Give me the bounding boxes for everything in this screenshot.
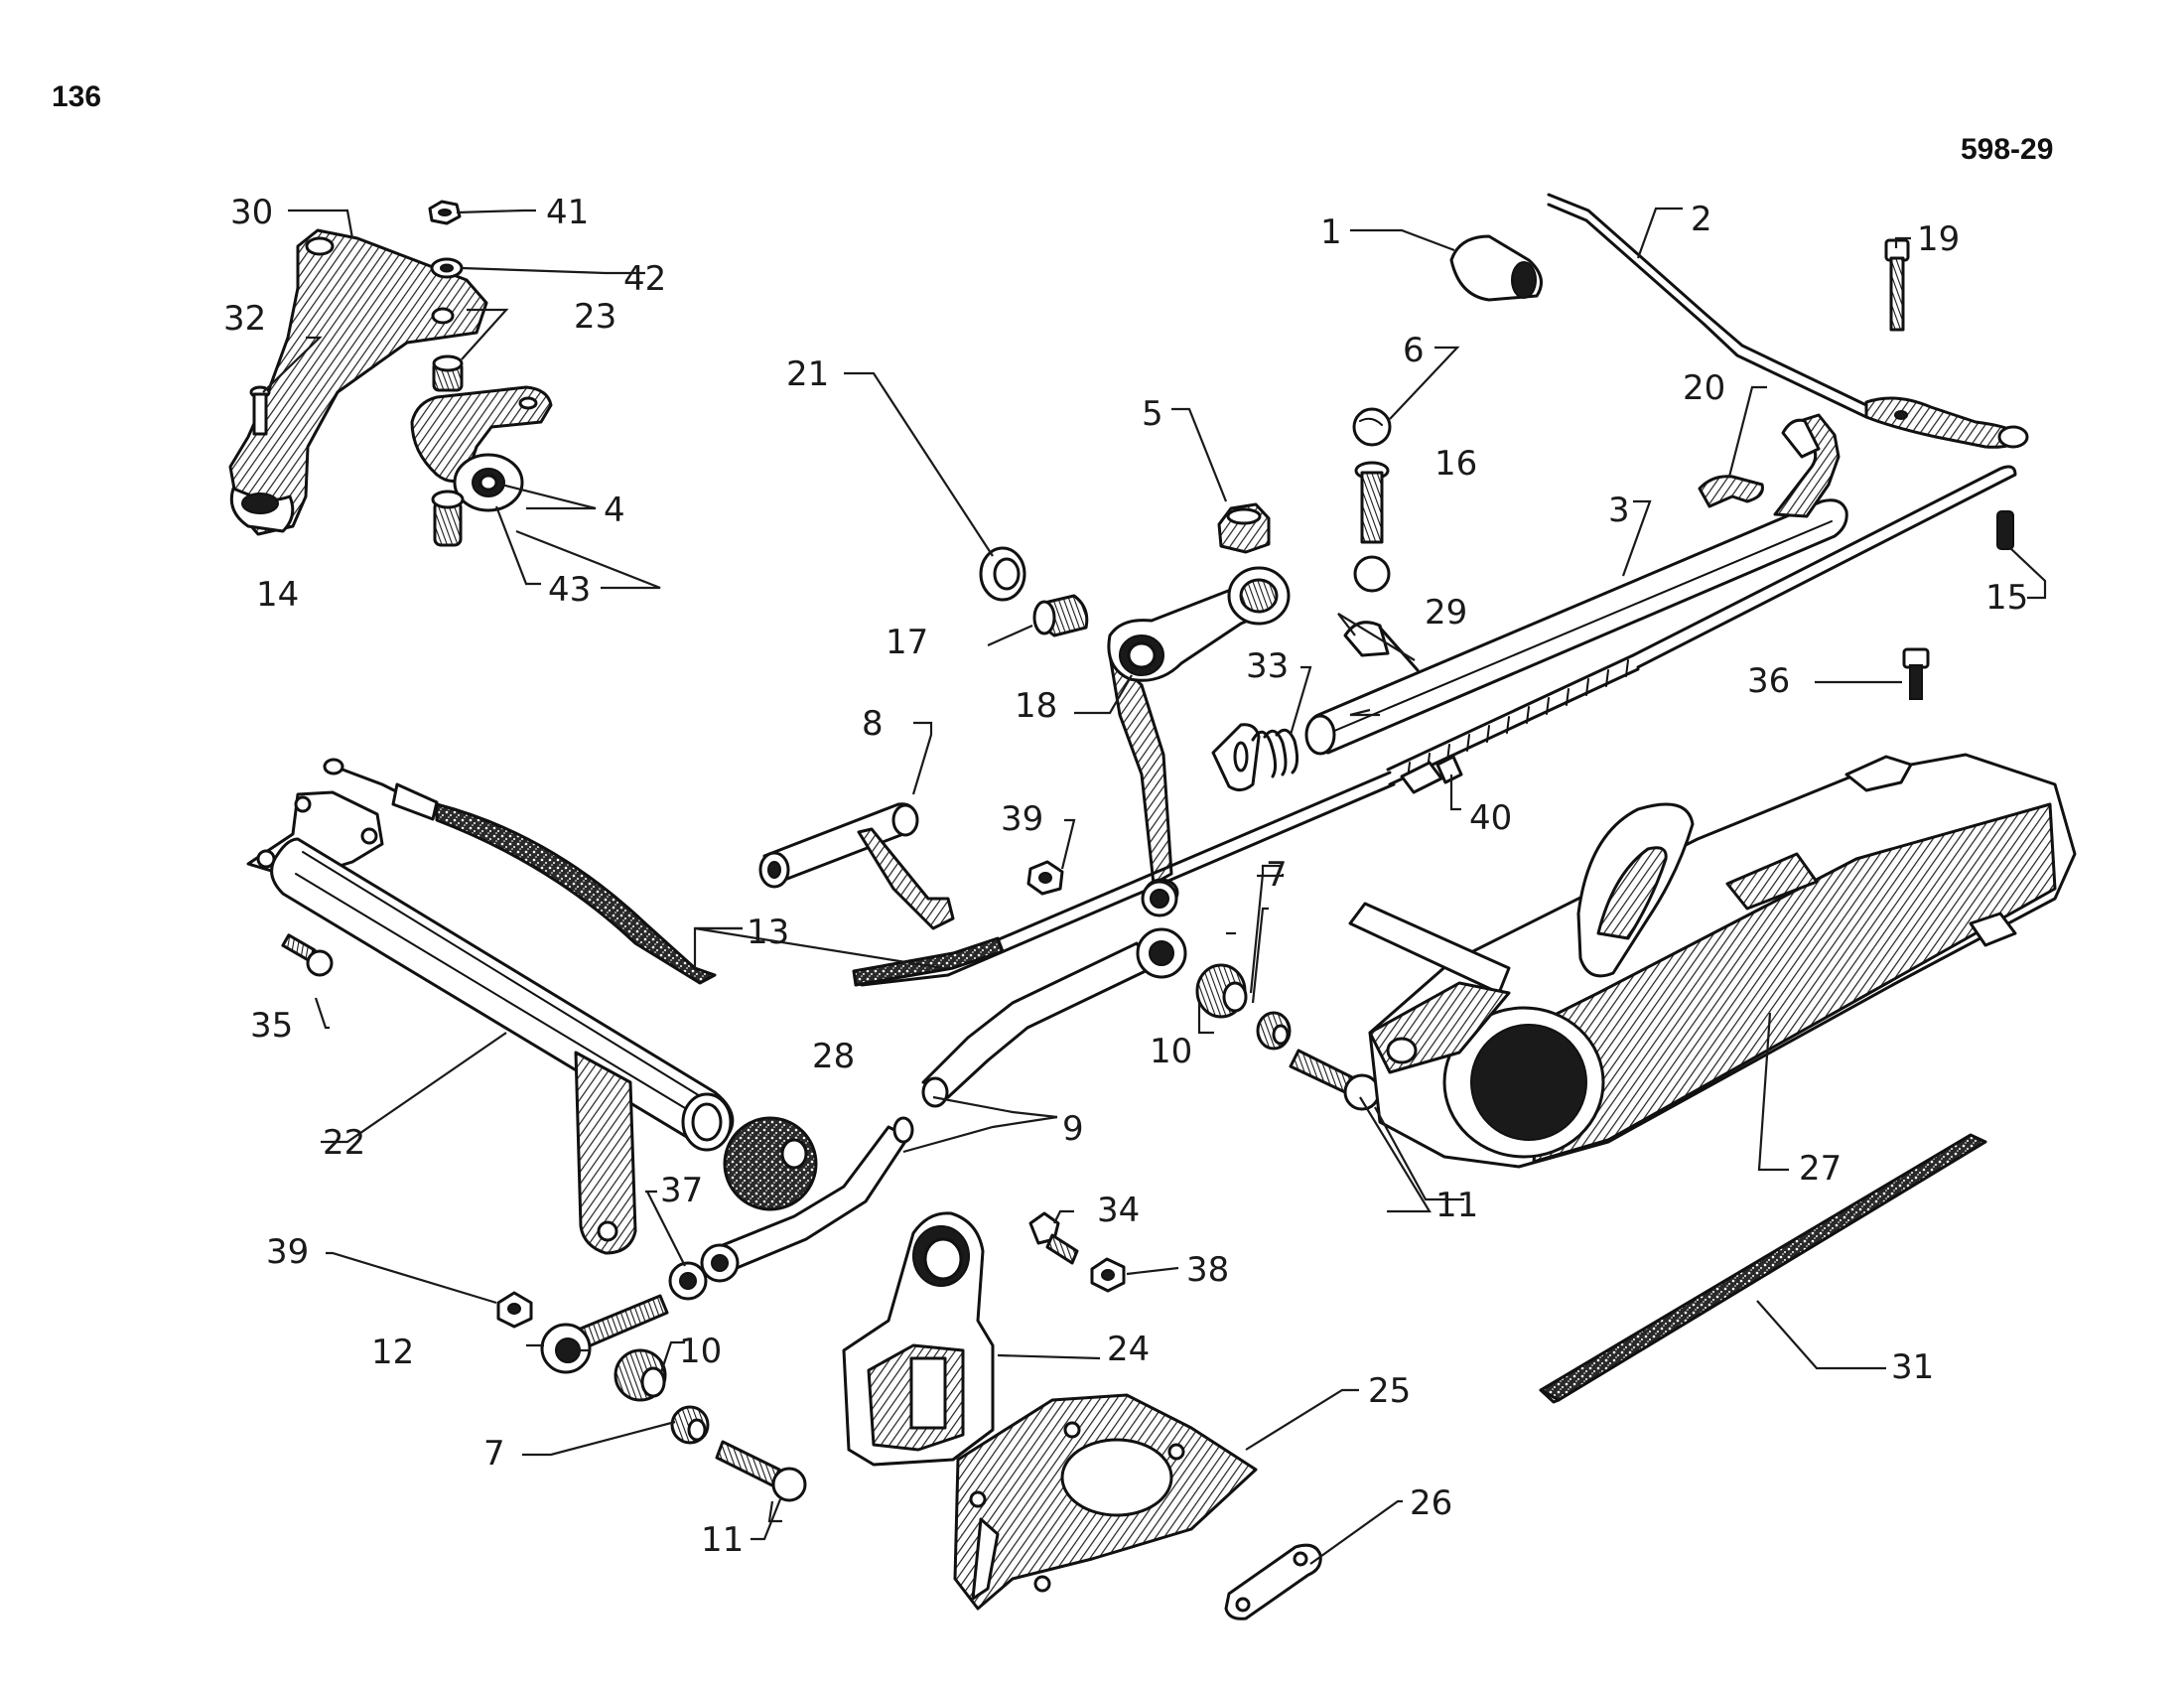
part-34-bolt — [1028, 1211, 1079, 1265]
part-18-shift-lever — [1107, 566, 1291, 908]
part-13-control-rod — [852, 465, 2017, 987]
part-19-bolt — [1884, 238, 1910, 332]
callout-10-upper: 10 — [1150, 1032, 1192, 1071]
part-7-bush-upper — [1256, 1011, 1292, 1051]
callout-32: 32 — [223, 299, 266, 339]
part-39-nut-upper — [1026, 860, 1064, 896]
callout-29: 29 — [1425, 593, 1467, 633]
part-3-selector-shaft — [1304, 413, 1848, 756]
part-9-link-lower — [700, 1116, 914, 1283]
part-32-bolt — [249, 385, 271, 436]
part-33-spring — [1211, 723, 1299, 791]
callout-31: 31 — [1891, 1347, 1934, 1387]
part-30-bracket-plate — [228, 228, 488, 536]
callout-30: 30 — [230, 193, 273, 232]
callout-33: 33 — [1246, 646, 1289, 686]
callout-40: 40 — [1469, 798, 1512, 838]
part-37-washer — [668, 1261, 708, 1301]
callout-9: 9 — [1062, 1109, 1084, 1149]
callout-36: 36 — [1747, 661, 1790, 701]
callout-2: 2 — [1691, 200, 1712, 239]
callout-34: 34 — [1097, 1191, 1140, 1230]
callout-5: 5 — [1142, 394, 1163, 434]
part-6-ball — [1352, 407, 1392, 447]
part-10-bush-lower — [614, 1348, 667, 1402]
part-15-screw — [1996, 510, 2014, 550]
part-11-bolt-upper — [1289, 1049, 1381, 1111]
callout-4: 4 — [604, 491, 625, 530]
callout-26: 26 — [1410, 1483, 1452, 1523]
callout-24: 24 — [1107, 1330, 1150, 1369]
callout-10-lower: 10 — [679, 1332, 722, 1371]
callout-11-lower: 11 — [701, 1520, 744, 1560]
callout-25: 25 — [1368, 1371, 1411, 1411]
part-38-nut — [1090, 1257, 1126, 1293]
part-16-pin — [1353, 461, 1391, 593]
callout-17: 17 — [886, 623, 928, 662]
part-29-fork — [1343, 621, 1420, 672]
part-4-lever — [410, 385, 553, 512]
callout-6: 6 — [1403, 331, 1425, 370]
part-22-cross-tube — [246, 790, 735, 1255]
part-40-threaded-rod — [1386, 653, 1640, 794]
callout-7-upper: 7 — [1266, 855, 1288, 895]
callout-41: 41 — [546, 193, 589, 232]
figure-code: 598-29 — [1961, 133, 2053, 166]
part-1-knob — [1449, 234, 1543, 302]
callout-3: 3 — [1608, 491, 1630, 530]
callout-16: 16 — [1434, 444, 1477, 484]
part-24-mount-bracket — [842, 1211, 995, 1467]
part-11-bolt-lower — [715, 1440, 807, 1502]
part-12-eye-bolt — [540, 1294, 669, 1374]
callout-19: 19 — [1917, 219, 1960, 259]
part-26-strap — [1224, 1543, 1322, 1620]
part-23-bush — [432, 354, 464, 392]
callout-7-lower: 7 — [483, 1434, 505, 1474]
page-number: 136 — [52, 80, 101, 113]
callout-8: 8 — [862, 704, 884, 744]
callout-27: 27 — [1799, 1149, 1842, 1189]
callout-20: 20 — [1683, 368, 1725, 408]
callout-15: 15 — [1985, 578, 2028, 618]
part-2-gear-rod — [1547, 193, 2029, 449]
leader-lines — [262, 207, 2047, 1565]
callout-37: 37 — [660, 1171, 703, 1210]
callout-13: 13 — [747, 913, 789, 952]
callout-21: 21 — [786, 354, 829, 394]
part-17-sleeve — [1032, 594, 1089, 637]
part-5-castle-nut — [1217, 502, 1271, 554]
part-7-bush-lower — [670, 1405, 710, 1445]
part-39-nut-lower — [496, 1291, 533, 1329]
part-35-bolt — [281, 933, 334, 977]
part-36-bolt — [1902, 647, 1930, 700]
callout-18: 18 — [1015, 686, 1057, 726]
part-14-bush — [431, 490, 465, 547]
callout-35: 35 — [250, 1006, 293, 1046]
part-20-clip — [1698, 475, 1764, 508]
part-42-washer — [430, 257, 464, 279]
part-31-rubber-strip — [1539, 1133, 1987, 1404]
part-21-washer — [979, 546, 1026, 602]
part-13-cable — [323, 758, 717, 985]
part-25-base-plate — [953, 1393, 1258, 1611]
callout-11-upper: 11 — [1435, 1186, 1478, 1225]
part-28-rubber-boot — [723, 1116, 818, 1211]
callout-43: 43 — [548, 570, 591, 610]
callout-38: 38 — [1186, 1250, 1229, 1290]
callout-12: 12 — [371, 1333, 414, 1372]
callout-14: 14 — [256, 575, 299, 615]
callout-28: 28 — [812, 1037, 855, 1076]
callout-23: 23 — [574, 297, 616, 337]
callout-22: 22 — [323, 1123, 365, 1163]
callout-1: 1 — [1320, 212, 1342, 252]
part-27-gearbox-cover — [1348, 753, 2077, 1169]
callout-39-upper: 39 — [1001, 799, 1043, 839]
part-10-bush-upper — [1195, 963, 1248, 1019]
part-8-pivot-bracket — [758, 802, 955, 930]
part-41-nut — [428, 200, 462, 225]
callout-39-lower: 39 — [266, 1232, 309, 1272]
callout-42: 42 — [623, 259, 666, 299]
